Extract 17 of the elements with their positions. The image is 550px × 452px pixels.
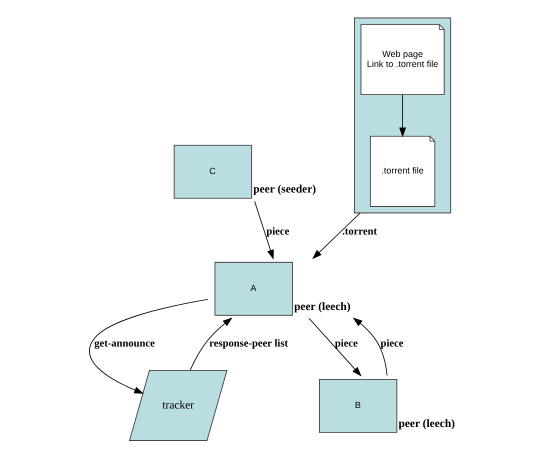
node-label: peer (seeder) [252,184,316,196]
cluster [354,18,451,214]
node-label: peer (leech) [398,418,454,430]
arrow [398,94,406,138]
arrow [254,200,274,260]
edge-label: get-announce [94,338,154,350]
arrow [352,318,388,376]
edge-label: piece [380,338,404,350]
edge-label: piece [266,226,289,238]
edge-label: piece [334,338,358,350]
arrow [308,318,362,376]
edge-label: .torrent [342,226,377,238]
arrow [189,318,232,371]
edge-label: response-peer list [208,338,288,350]
arrow [88,298,208,394]
node-label: peer (leech) [294,300,350,313]
arrow [312,212,360,260]
